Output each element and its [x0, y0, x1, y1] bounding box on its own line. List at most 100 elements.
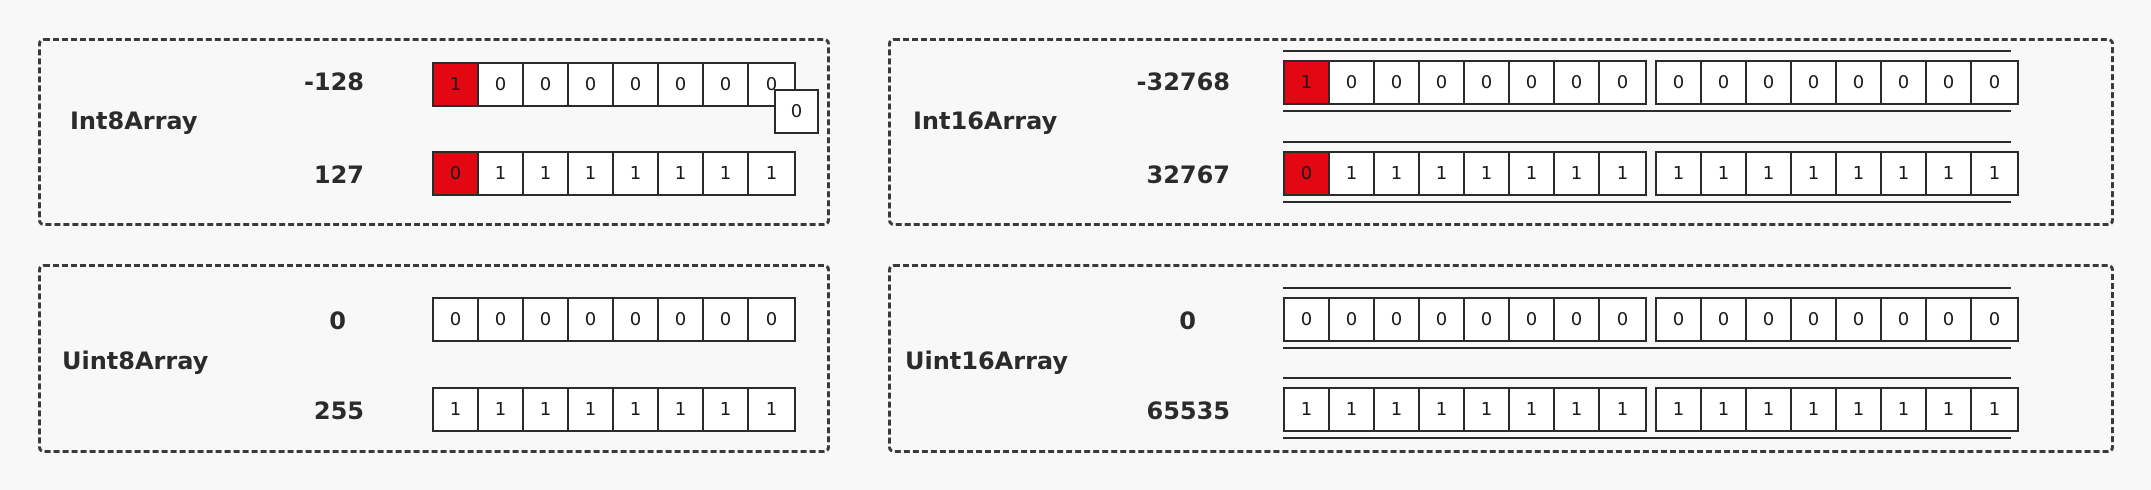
panel-title-uint16array: Uint16Array — [905, 347, 1069, 375]
bit-cell: 1 — [569, 153, 614, 194]
bit-cell: 0 — [1375, 299, 1420, 340]
bit-cell-sign: 0 — [434, 153, 479, 194]
bit-cell: 1 — [1837, 389, 1882, 430]
byte-group-line — [1283, 141, 2011, 143]
bit-cell: 0 — [1510, 62, 1555, 103]
bit-cell: 1 — [1657, 389, 1702, 430]
bit-cell: 1 — [569, 389, 614, 430]
bit-cell: 1 — [1988, 399, 2001, 420]
bit-cell: 0 — [614, 64, 659, 105]
bit-cell: 1 — [1465, 153, 1510, 194]
bit-cell: 1 — [479, 153, 524, 194]
bit-cell: 1 — [1420, 389, 1465, 430]
bit-cell: 0 — [569, 64, 614, 105]
bit-cell: 1 — [1510, 389, 1555, 430]
bit-cell: 0 — [569, 299, 614, 340]
bit-cell: 1 — [1882, 153, 1927, 194]
bit-cell: 1 — [1285, 389, 1330, 430]
bit-cell: 0 — [524, 299, 569, 340]
bit-cell: 0 — [1616, 309, 1629, 330]
bit-row-uint16-min-high-byte: 0 0 0 0 0 0 0 0 — [1283, 297, 1647, 342]
bit-cell: 0 — [1837, 62, 1882, 103]
byte-group-line — [1283, 201, 2011, 203]
bit-cell: 1 — [1988, 163, 2001, 184]
bit-cell: 0 — [1702, 62, 1747, 103]
bit-cell: 0 — [1882, 62, 1927, 103]
bit-cell: 0 — [1792, 299, 1837, 340]
uint8array-panel — [38, 264, 830, 453]
bit-cell: 1 — [1420, 153, 1465, 194]
bit-cell: 0 — [1837, 299, 1882, 340]
bit-cell: 1 — [1330, 153, 1375, 194]
bit-cell: 0 — [659, 299, 704, 340]
bit-cell: 0 — [1555, 62, 1600, 103]
bit-cell: 0 — [1657, 299, 1702, 340]
bit-cell: 0 — [1510, 299, 1555, 340]
value-label-uint16-min: 0 — [1179, 307, 1196, 335]
bit-cell: 0 — [1420, 299, 1465, 340]
bit-row-uint16-min-low-byte: 0 0 0 0 0 0 0 0 — [1655, 297, 2019, 342]
bit-cell: 1 — [1510, 153, 1555, 194]
bit-cell: 1 — [1555, 389, 1600, 430]
bit-cell: 0 — [1747, 62, 1792, 103]
bit-cell: 0 — [1330, 62, 1375, 103]
bit-cell: 1 — [659, 153, 704, 194]
bit-cell: 1 — [1747, 389, 1792, 430]
bit-cell: 0 — [1657, 62, 1702, 103]
bit-cell-sign: 0 — [1285, 153, 1330, 194]
bit-cell: 0 — [614, 299, 659, 340]
bit-cell: 0 — [704, 64, 749, 105]
int8array-panel — [38, 38, 830, 226]
value-label-uint8-min: 0 — [329, 307, 346, 335]
bit-cell: 1 — [1330, 389, 1375, 430]
overflow-bit-cell: 0 — [774, 89, 819, 134]
bit-cell: 0 — [1330, 299, 1375, 340]
bit-cell: 1 — [434, 389, 479, 430]
bit-row-uint16-max-low-byte: 1 1 1 1 1 1 1 1 — [1655, 387, 2019, 432]
bit-cell: 1 — [614, 153, 659, 194]
bit-row-uint16-max-high-byte: 1 1 1 1 1 1 1 1 — [1283, 387, 1647, 432]
bit-row-int16-max-low-byte: 1 1 1 1 1 1 1 1 — [1655, 151, 2019, 196]
bit-row-int16-max-high-byte: 0 1 1 1 1 1 1 1 — [1283, 151, 1647, 196]
bit-cell: 1 — [1792, 389, 1837, 430]
bit-cell: 1 — [1465, 389, 1510, 430]
byte-group-line — [1283, 50, 2011, 52]
panel-title-int8array: Int8Array — [70, 107, 198, 135]
bit-cell: 1 — [524, 153, 569, 194]
bit-cell: 1 — [1702, 389, 1747, 430]
bit-cell: 0 — [1285, 299, 1330, 340]
value-label-int8-min: -128 — [303, 68, 364, 96]
value-label-int8-max: 127 — [313, 161, 364, 189]
bit-cell: 1 — [765, 163, 778, 184]
bit-cell: 0 — [1616, 72, 1629, 93]
bit-cell: 1 — [1747, 153, 1792, 194]
bit-row-int16-min-low-byte: 0 0 0 0 0 0 0 0 — [1655, 60, 2019, 105]
bit-row-int8-max: 0 1 1 1 1 1 1 1 — [432, 151, 796, 196]
int16array-panel — [888, 38, 2114, 226]
bit-cell: 0 — [1702, 299, 1747, 340]
byte-group-line — [1283, 110, 2011, 112]
bit-cell: 1 — [1837, 153, 1882, 194]
bit-row-int8-min: 1 0 0 0 0 0 0 0 — [432, 62, 796, 107]
bit-cell: 0 — [479, 299, 524, 340]
bit-cell: 1 — [524, 389, 569, 430]
bit-cell: 0 — [1882, 299, 1927, 340]
uint16array-panel — [888, 264, 2114, 453]
bit-cell: 1 — [1702, 153, 1747, 194]
bit-cell: 0 — [1465, 62, 1510, 103]
bit-cell: 0 — [1927, 62, 1972, 103]
bit-cell: 0 — [765, 74, 778, 95]
byte-group-line — [1283, 377, 2011, 379]
bit-cell: 1 — [614, 389, 659, 430]
bit-cell: 0 — [1375, 62, 1420, 103]
bit-cell: 1 — [1616, 399, 1629, 420]
bit-cell: 1 — [1375, 153, 1420, 194]
bit-cell: 1 — [1792, 153, 1837, 194]
bit-cell: 1 — [1555, 153, 1600, 194]
bit-cell: 0 — [434, 299, 479, 340]
value-label-uint16-max: 65535 — [1146, 397, 1231, 425]
value-label-uint8-max: 255 — [313, 397, 364, 425]
value-label-int16-min: -32768 — [1136, 68, 1230, 96]
bit-cell: 1 — [765, 399, 778, 420]
value-label-int16-max: 32767 — [1146, 161, 1231, 189]
